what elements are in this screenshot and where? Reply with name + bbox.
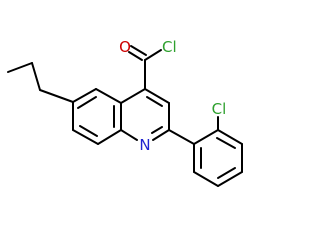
bond-pyridine-4-inner (151, 126, 163, 134)
bond-benzo-2 (95, 88, 122, 104)
bond-pyridine-2-inner (146, 96, 163, 107)
bond-benzo-5 (72, 129, 99, 145)
bond-c-cl (144, 49, 162, 61)
bond-pyridine-2 (144, 88, 170, 104)
bond-ethyl-ring (39, 89, 74, 103)
oxygen-atom-label: O (119, 38, 131, 56)
bond-phenyl-5 (193, 171, 219, 187)
bond-pyridine-5 (120, 129, 138, 141)
bond-ethyl-ch2 (31, 62, 41, 91)
bond-phenyl-1 (193, 129, 219, 145)
aryl-chlorine-atom-label: Cl (212, 100, 227, 118)
bond-ethyl-terminal (7, 62, 33, 73)
bond-phenyl-4 (217, 171, 243, 187)
bond-benzo-4 (97, 129, 122, 145)
bond-pyridine-4 (152, 129, 170, 141)
bond-benzo-1-inner (77, 96, 97, 109)
acyl-chlorine-atom-label: Cl (162, 38, 177, 56)
bond-phenyl-2 (217, 129, 243, 145)
bond-quinoline-phenyl (168, 129, 195, 145)
molecule-structure: O Cl Cl N (7, 38, 243, 187)
bond-phenyl-2-inner (216, 137, 236, 149)
nitrogen-atom-label: N (139, 136, 150, 154)
bond-pyridine-1 (120, 88, 146, 104)
bond-phenyl-4-inner (217, 167, 236, 179)
bond-c-o-double-1 (128, 51, 143, 61)
bond-c-o-double-2 (130, 45, 147, 56)
bond-benzo-1 (72, 88, 97, 103)
bond-benzo-5-inner (79, 125, 98, 137)
